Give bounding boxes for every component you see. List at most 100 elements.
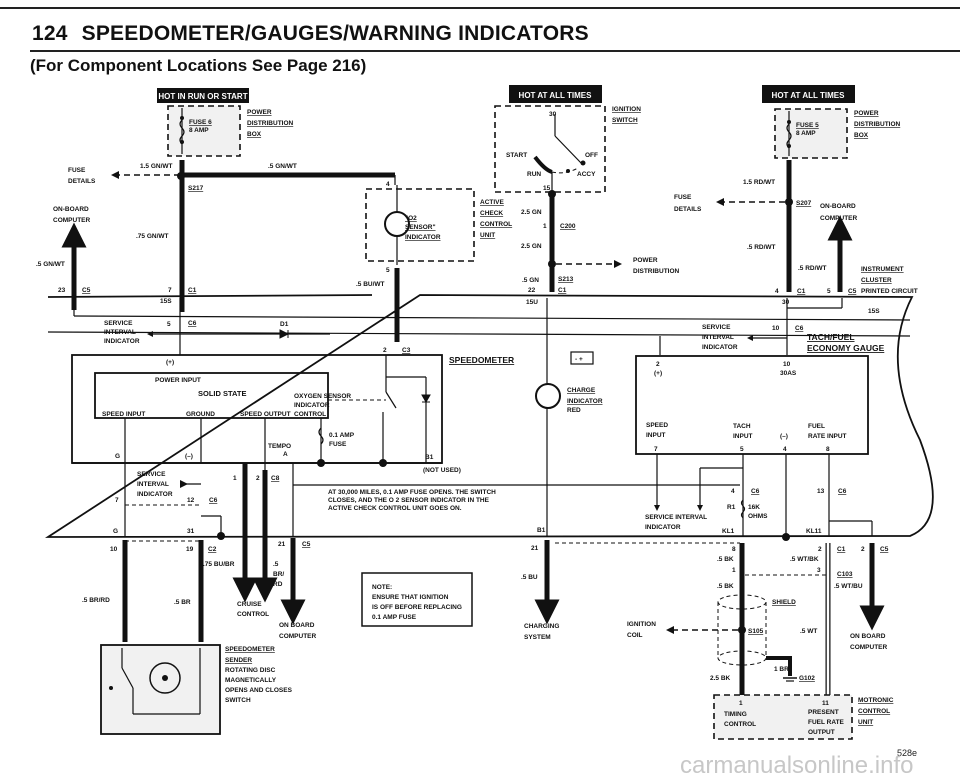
sender-desc-2: MAGNETICALLY	[225, 677, 277, 684]
fuse-5-power-distribution: FUSE 5 8 AMP POWER DISTRIBUTION BOX 1.5 …	[674, 108, 918, 295]
charge-indicator-label-2: INDICATOR	[567, 398, 603, 405]
o2-indicator-label-2: SENSOR"	[405, 224, 436, 231]
service-interval-b-1: SERVICE	[137, 471, 166, 478]
fuse-6-icon	[179, 119, 185, 145]
pin-2-tach: 2	[656, 361, 660, 368]
tach-speed-input-1: SPEED	[646, 422, 668, 429]
wire-label-2-5-gn-2: 2.5 GN	[521, 243, 542, 250]
fuel-rate-out-2: FUEL RATE	[808, 719, 845, 726]
pin-21-c5: 21	[278, 541, 286, 548]
tach-fuel-economy-gauge: 10 C6 SERVICE INTERVAL INDICATOR TACH/FU…	[635, 298, 885, 541]
onboard-right-2: COMPUTER	[820, 215, 858, 222]
motronic-pin-11: 11	[822, 700, 829, 707]
connector-c6-4: C6	[751, 488, 760, 495]
pin-5: 5	[386, 267, 390, 274]
fuse-5-rating: 8 AMP	[796, 130, 816, 137]
pin-23: 23	[58, 287, 66, 294]
pin-2-c3: 2	[383, 347, 387, 354]
instrument-cluster-label-2: CLUSTER	[861, 277, 892, 284]
oxygen-sensor-label-1: OXYGEN SENSOR	[294, 393, 351, 400]
wire-label-1-5-gn-wt: 1.5 GN/WT	[140, 163, 173, 170]
pin-g: G	[115, 453, 120, 460]
speed-output-label: SPEED OUTPUT	[240, 411, 291, 418]
tach-fuel-box	[635, 355, 869, 455]
pin-7: 7	[168, 287, 172, 294]
connector-c6-13: C6	[838, 488, 847, 495]
connector-c1-ign-label: C1	[558, 287, 567, 294]
wire-label-5-gn-wt: .5 GN/WT	[268, 163, 297, 170]
pin-30-right: 30	[782, 299, 790, 306]
pin-15u: 15U	[526, 299, 538, 306]
ignition-switch-label-2: SWITCH	[612, 117, 638, 124]
pin-10-c6: 10	[772, 325, 780, 332]
pin-kl1: KL1	[722, 528, 735, 535]
speedometer-sender-label-2: SENDER	[225, 657, 252, 664]
wire-label-5-bu: .5 BU	[521, 574, 538, 581]
wire-label-75-gn-wt: .75 GN/WT	[136, 233, 169, 240]
wire-label-5-bu-wt: .5 BU/WT	[356, 281, 385, 288]
banner-right-text: HOT AT ALL TIMES	[772, 91, 846, 100]
fuel-rate-input-2: RATE INPUT	[808, 433, 847, 440]
timing-control-2: CONTROL	[724, 721, 756, 728]
tach-service-3: INDICATOR	[702, 344, 738, 351]
speedometer-sender-label-1: SPEEDOMETER	[225, 646, 275, 653]
fuse-details-label-2: DETAILS	[68, 178, 96, 185]
note-30k-3: ACTIVE CHECK CONTROL UNIT GOES ON.	[328, 505, 462, 512]
connector-c5-lower: C5	[302, 541, 311, 548]
connector-c1-lower: C1	[837, 546, 846, 553]
note-line-3: IS OFF BEFORE REPLACING	[372, 604, 462, 611]
service-interval-1: SERVICE	[104, 320, 133, 327]
speedometer: 5 C6 SERVICE INTERVAL INDICATOR D1 (+) S…	[71, 298, 740, 540]
onboard-lower-right-2: COMPUTER	[850, 644, 888, 651]
onboard-computer-label-2: COMPUTER	[53, 217, 91, 224]
tach-service-1: SERVICE	[702, 324, 731, 331]
wire-label-5-wt-bk: .5 WT/BK	[790, 556, 819, 563]
fuel-rate-input-1: FUEL	[808, 423, 825, 430]
fuse-6-rating: 8 AMP	[189, 127, 209, 134]
diode-d1-icon	[279, 329, 290, 339]
note-line-4: 0.1 AMP FUSE	[372, 614, 417, 621]
oxygen-sensor-label-3: CONTROL	[294, 411, 326, 418]
fuse-details-right-2: DETAILS	[674, 206, 702, 213]
onboard-computer-label-1: ON-BOARD	[53, 206, 89, 213]
diode-icon	[421, 394, 431, 404]
motronic-label-2: CONTROL	[858, 708, 890, 715]
wire-gn-wt: 1.5 GN/WT .5 GN/WT S217 FUSE DETAILS .75…	[36, 160, 396, 312]
pdb5-label-1: POWER	[854, 110, 879, 117]
pin-4-c6: 4	[731, 488, 735, 495]
wire-label-2-5-bk: 2.5 BK	[710, 675, 731, 682]
sender-desc-3: OPENS AND CLOSES	[225, 687, 293, 694]
connector-c3-label: C3	[402, 347, 411, 354]
tempo-a-label: A	[283, 451, 288, 458]
battery-polarity: - +	[575, 356, 583, 363]
pin-5-c6: 5	[167, 321, 171, 328]
reed-switch-icon	[121, 667, 134, 689]
connector-c1-right: C1	[797, 288, 806, 295]
tach-fuel-label-1: TACH/FUEL	[807, 332, 855, 342]
service-interval-b-2: INTERVAL	[137, 481, 169, 488]
active-check-control-unit: "O2 SENSOR" INDICATOR ACTIVE CHECK CONTR…	[356, 181, 512, 354]
pin-2-c1: 2	[818, 546, 822, 553]
connector-c1-label: C1	[188, 287, 197, 294]
rotating-disc-icon	[149, 662, 181, 694]
ignition-switch: 30 IGNITION SWITCH START RUN OFF ACCY 15…	[494, 105, 680, 306]
diode-d1-label: D1	[280, 321, 289, 328]
oxygen-sensor-label-2: INDICATOR	[294, 402, 330, 409]
splice-s217-label: S217	[188, 185, 204, 192]
tach-input-1: TACH	[733, 423, 751, 430]
check-control-label-3: CONTROL	[480, 221, 512, 228]
ignition-coil-2: COIL	[627, 632, 643, 639]
tach-speed-input-2: INPUT	[646, 432, 666, 439]
resistor-16k: 16K	[748, 504, 760, 511]
tach-fuel-label-2: ECONOMY GAUGE	[807, 343, 885, 353]
ignition-coil-1: IGNITION	[627, 621, 656, 628]
charge-indicator-color: RED	[567, 407, 581, 414]
timing-control-1: TIMING	[724, 711, 747, 718]
connector-c200-label: C200	[560, 223, 576, 230]
power-distribution-label-1: POWER	[633, 257, 658, 264]
not-used-label: (NOT USED)	[423, 467, 461, 474]
motronic-control-unit-box	[713, 694, 853, 740]
banner-middle-text: HOT AT ALL TIMES	[519, 91, 593, 100]
fuel-rate-out-3: OUTPUT	[808, 729, 835, 736]
